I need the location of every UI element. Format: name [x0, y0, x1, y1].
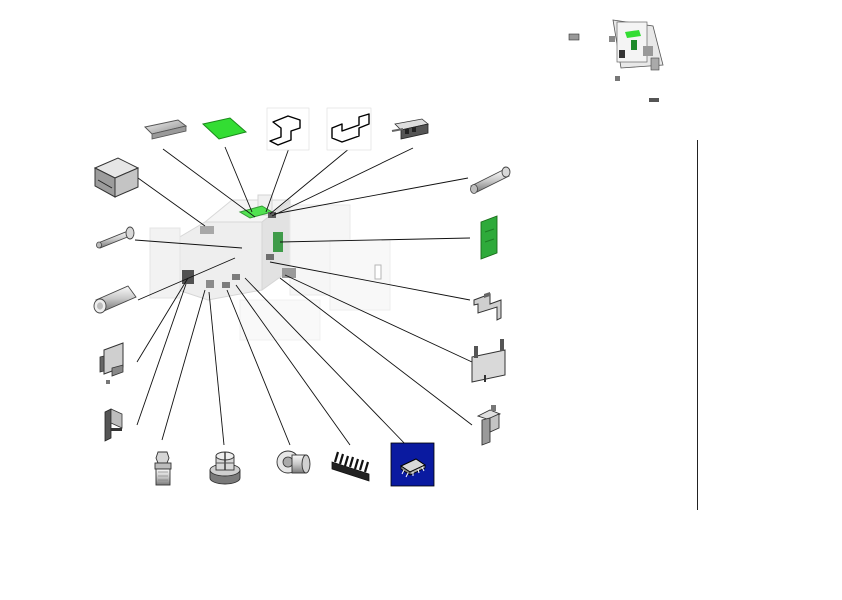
green-pcb-icon[interactable] [476, 212, 502, 262]
green-label-plate-icon[interactable] [196, 110, 252, 144]
long-screw-icon[interactable] [92, 224, 138, 254]
rotary-knob-icon[interactable] [206, 446, 244, 486]
flanged-bushing-icon[interactable] [274, 446, 312, 478]
leader-lines [134, 146, 473, 448]
right-clip-icon[interactable] [474, 402, 504, 448]
central-assembly [149, 194, 391, 341]
mounting-rail-icon[interactable] [140, 110, 192, 144]
bent-plate-icon[interactable] [100, 404, 128, 446]
s-bracket-icon[interactable] [326, 107, 372, 151]
side-clip-icon[interactable] [96, 338, 128, 388]
assembly-thumbnail[interactable] [553, 10, 678, 135]
pipe-cylinder-icon[interactable] [90, 282, 142, 316]
angle-bracket-icon[interactable] [468, 288, 506, 324]
connector-block-icon[interactable] [388, 112, 434, 144]
z-bracket-icon[interactable] [266, 107, 310, 151]
ic-chip-icon[interactable] [390, 442, 435, 487]
flat-clip-icon[interactable] [468, 336, 510, 386]
heat-sink-comb-icon[interactable] [328, 448, 374, 486]
vertical-divider [697, 140, 698, 510]
hex-bolt-icon[interactable] [148, 446, 178, 490]
shaft-pin-icon[interactable] [464, 162, 516, 198]
metal-enclosure-icon[interactable] [90, 154, 142, 202]
